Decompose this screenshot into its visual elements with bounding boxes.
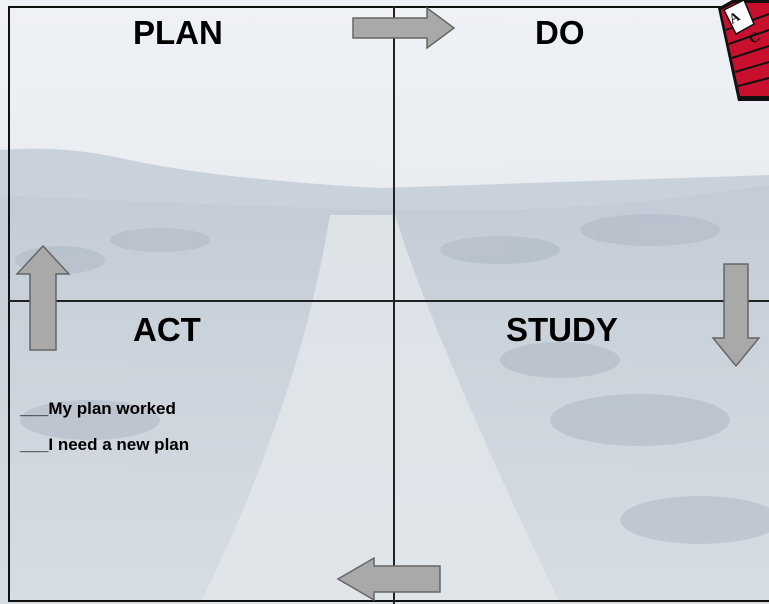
arrow-up-icon bbox=[15, 244, 71, 351]
horizontal-divider bbox=[8, 300, 769, 302]
checklist-blank: ___ bbox=[20, 399, 49, 418]
arrow-down-icon bbox=[711, 263, 761, 368]
checklist-blank: ___ bbox=[20, 435, 49, 454]
vertical-divider bbox=[393, 6, 395, 604]
checklist-text: My plan worked bbox=[48, 399, 176, 418]
checklist-text: I need a new plan bbox=[48, 435, 190, 454]
act-label: ACT bbox=[133, 311, 201, 348]
checklist-item-plan-worked: ___My plan worked bbox=[20, 400, 176, 417]
plan-label: PLAN bbox=[133, 14, 223, 51]
corner-badge-icon: A C bbox=[718, 0, 769, 101]
checklist-item-new-plan: ___I need a new plan bbox=[20, 436, 189, 453]
study-label: STUDY bbox=[506, 311, 618, 348]
arrow-left-icon bbox=[336, 556, 441, 602]
arrow-right-icon bbox=[352, 6, 456, 50]
diagram-frame bbox=[8, 6, 769, 602]
do-label: DO bbox=[535, 14, 585, 51]
